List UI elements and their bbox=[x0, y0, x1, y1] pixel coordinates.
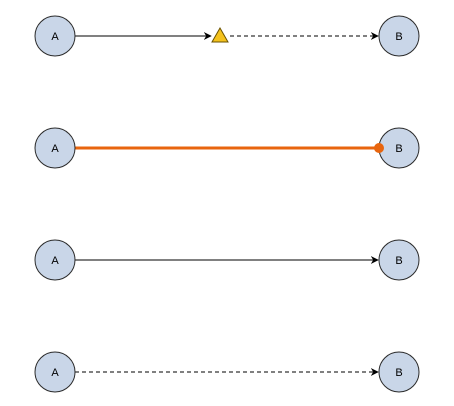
triangle-icon[interactable] bbox=[211, 26, 229, 43]
dot-icon[interactable] bbox=[374, 143, 384, 153]
node-a[interactable]: A bbox=[34, 127, 76, 169]
node-b[interactable]: B bbox=[378, 127, 420, 169]
diagram-row-2: A B bbox=[34, 127, 420, 169]
node-b-label: B bbox=[395, 31, 402, 43]
node-b-label: B bbox=[395, 255, 402, 267]
node-a-label: A bbox=[51, 367, 59, 379]
node-b-label: B bbox=[395, 143, 402, 155]
node-a-label: A bbox=[51, 31, 59, 43]
node-b-label: B bbox=[395, 367, 402, 379]
diagram-row-4: A B bbox=[34, 351, 420, 393]
diagram-row-3: A B bbox=[34, 239, 420, 281]
node-b[interactable]: B bbox=[378, 239, 420, 281]
node-a-label: A bbox=[51, 255, 59, 267]
node-b[interactable]: B bbox=[378, 351, 420, 393]
diagram-row-1: A B bbox=[34, 15, 420, 57]
node-a[interactable]: A bbox=[34, 351, 76, 393]
node-a[interactable]: A bbox=[34, 15, 76, 57]
node-a-label: A bbox=[51, 143, 59, 155]
node-b[interactable]: B bbox=[378, 15, 420, 57]
node-a[interactable]: A bbox=[34, 239, 76, 281]
